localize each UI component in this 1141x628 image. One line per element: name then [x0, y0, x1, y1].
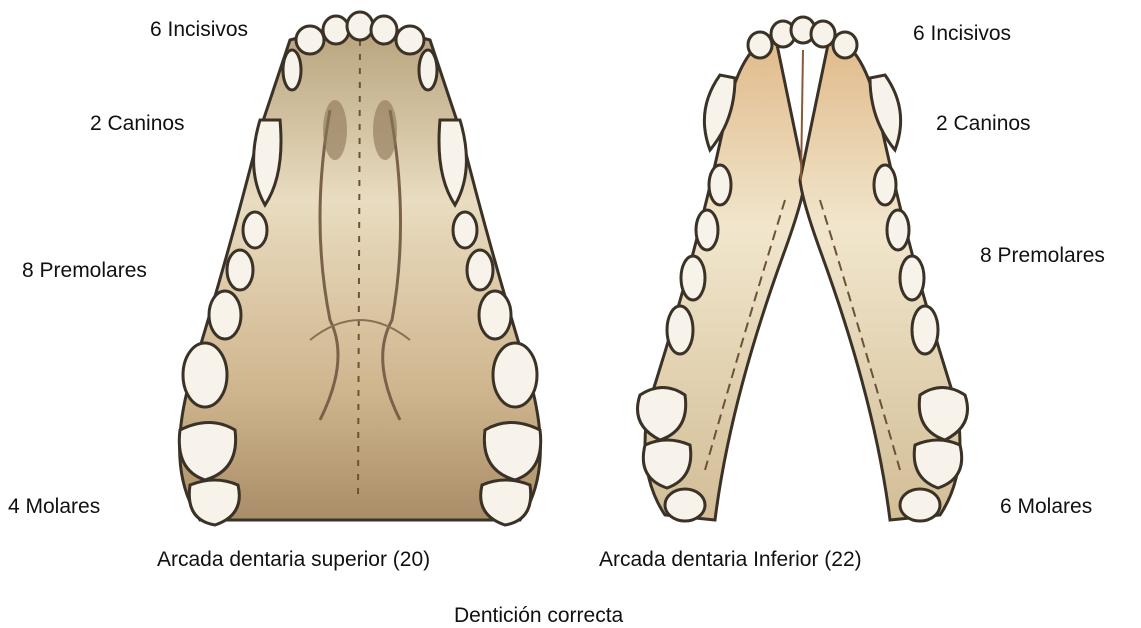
lower-arch-caption: Arcada dentaria Inferior (22) [599, 548, 862, 572]
figure-caption: Dentición correcta [454, 604, 623, 628]
upper-molars-label: 4 Molares [8, 495, 100, 519]
lower-molars-label: 6 Molares [1000, 495, 1092, 519]
lower-dental-arch-illustration [625, 0, 980, 540]
lower-premolars-label: 8 Premolares [980, 244, 1105, 268]
upper-dental-arch-illustration [160, 0, 560, 540]
upper-premolars-label: 8 Premolares [22, 259, 147, 283]
upper-arch-caption: Arcada dentaria superior (20) [157, 548, 430, 572]
lower-molars [638, 388, 968, 522]
